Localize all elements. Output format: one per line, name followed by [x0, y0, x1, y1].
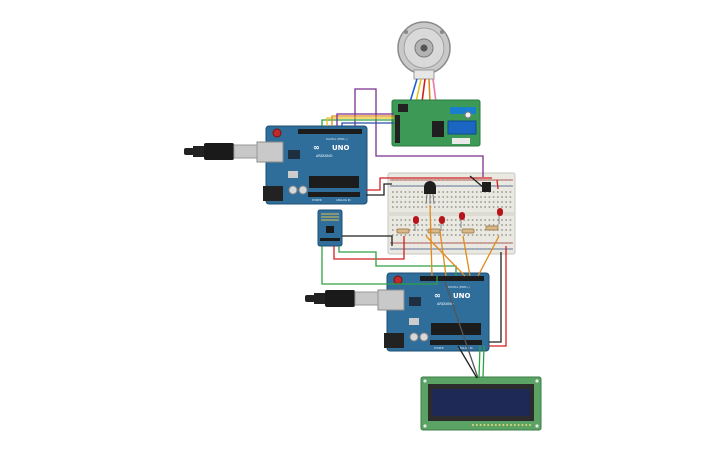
- wire-purple-driver[interactable]: [336, 113, 394, 126]
- wire-orange-led-4[interactable]: [477, 235, 500, 277]
- arduino-maker: ARDUINO: [316, 154, 333, 158]
- wire-grey-lcd[interactable]: [444, 281, 479, 379]
- arduino-uno-top[interactable]: ∞ UNO ARDUINO DIGITAL (PWM~) ANALOG IN P…: [256, 125, 368, 205]
- wire-orange-led-3[interactable]: [462, 235, 471, 277]
- transistor[interactable]: [482, 182, 491, 192]
- led-icon: [497, 208, 503, 216]
- wire-black-wifi[interactable]: [342, 235, 393, 246]
- resistor-icon: [485, 225, 499, 231]
- led-1[interactable]: [413, 216, 419, 231]
- led-icon: [439, 216, 445, 224]
- arduino-power-label: POWER: [312, 198, 322, 202]
- wire-red-power[interactable]: [366, 177, 492, 191]
- wire-yellow-driver[interactable]: [326, 117, 394, 126]
- lcd-pins: [472, 424, 531, 426]
- wire-green-driver[interactable]: [321, 119, 394, 126]
- wire-green-lcd-2[interactable]: [482, 345, 485, 379]
- arduino-uno-bottom[interactable]: ∞ UNO ARDUINO DIGITAL (PWM~) ANALOG IN P…: [377, 272, 490, 352]
- motor-wires: [409, 78, 437, 103]
- stepper-driver-board[interactable]: [391, 99, 481, 147]
- resistor-icon: [461, 228, 475, 234]
- led-icon: [459, 212, 465, 220]
- arduino-analog-label: ANALOG IN: [336, 198, 350, 202]
- led-icon: [413, 216, 419, 224]
- usb-cable-icon: [305, 290, 379, 307]
- wire-orange-driver[interactable]: [331, 115, 394, 126]
- wire-green-lcd[interactable]: [478, 345, 481, 379]
- wire-blue-driver[interactable]: [341, 122, 394, 126]
- led-3[interactable]: [459, 212, 465, 228]
- potentiometer-icon: [464, 111, 472, 119]
- usb-cable-bottom: [305, 290, 379, 307]
- led-2[interactable]: [439, 216, 445, 231]
- wire-black-transistor[interactable]: [469, 175, 485, 189]
- arduino-maker: ARDUINO: [437, 302, 454, 306]
- stepper-motor[interactable]: [397, 21, 451, 80]
- wire-orange-led-2[interactable]: [425, 235, 466, 277]
- resistor-icon: [427, 228, 441, 234]
- arduino-digital-label: DIGITAL (PWM~): [448, 285, 470, 289]
- wifi-module[interactable]: [317, 209, 343, 247]
- wiring: [321, 88, 507, 379]
- temperature-sensor[interactable]: [424, 181, 436, 205]
- wire-red-bottom[interactable]: [489, 246, 507, 347]
- wire-red-wifi[interactable]: [333, 236, 405, 260]
- lcd-display[interactable]: [420, 376, 542, 431]
- usb-cable-icon: [184, 143, 258, 160]
- wire-green-wifi-2[interactable]: [321, 246, 438, 285]
- arduino-power-label: POWER: [434, 346, 444, 350]
- arduino-digital-label: DIGITAL (PWM~): [326, 137, 348, 141]
- wire-red-transistor[interactable]: [496, 179, 499, 190]
- arduino-brand: UNO: [332, 144, 350, 152]
- wire-black-gnd[interactable]: [366, 183, 392, 196]
- resistor-icon: [396, 228, 410, 234]
- wire-black-lcd[interactable]: [457, 345, 478, 379]
- arduino-brand: UNO: [453, 292, 471, 300]
- usb-cable-top: [184, 143, 258, 160]
- led-4[interactable]: [497, 208, 503, 224]
- arduino-analog-label: ANALOG IN: [458, 346, 472, 350]
- temperature-sensor-icon: [424, 181, 436, 194]
- wifi-module-icon: [321, 213, 339, 221]
- arduino-logo: ∞: [434, 291, 441, 300]
- arduino-logo: ∞: [313, 143, 320, 152]
- wire-black-bottom[interactable]: [489, 252, 502, 343]
